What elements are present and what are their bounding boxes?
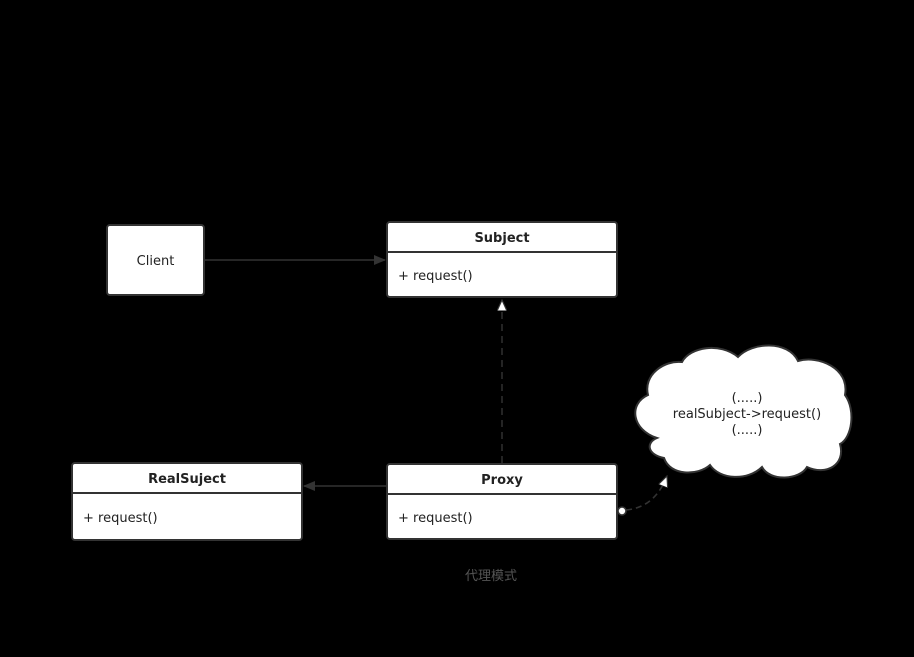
subject-title: Subject	[474, 231, 529, 246]
note-line-3: (.....)	[732, 423, 763, 438]
note-line-2: realSubject->request()	[673, 407, 821, 422]
note-line-1: (.....)	[732, 391, 763, 406]
real-subject-title: RealSuject	[148, 472, 226, 487]
client-label: Client	[137, 254, 175, 269]
real-subject-method: + request()	[83, 511, 158, 526]
proxy-class[interactable]: Proxy + request()	[386, 463, 618, 540]
proxy-title: Proxy	[481, 473, 523, 488]
note-anchor-dot	[617, 506, 627, 516]
proxy-method: + request()	[398, 511, 473, 526]
subject-class[interactable]: Subject + request()	[386, 221, 618, 298]
note-connector	[617, 476, 667, 516]
note-cloud[interactable]: (.....) realSubject->request() (.....)	[634, 344, 853, 479]
client-box[interactable]: Client	[106, 224, 205, 296]
diagram-caption: 代理模式	[465, 569, 517, 584]
subject-method: + request()	[398, 269, 473, 284]
real-subject-class[interactable]: RealSuject + request()	[71, 462, 303, 541]
